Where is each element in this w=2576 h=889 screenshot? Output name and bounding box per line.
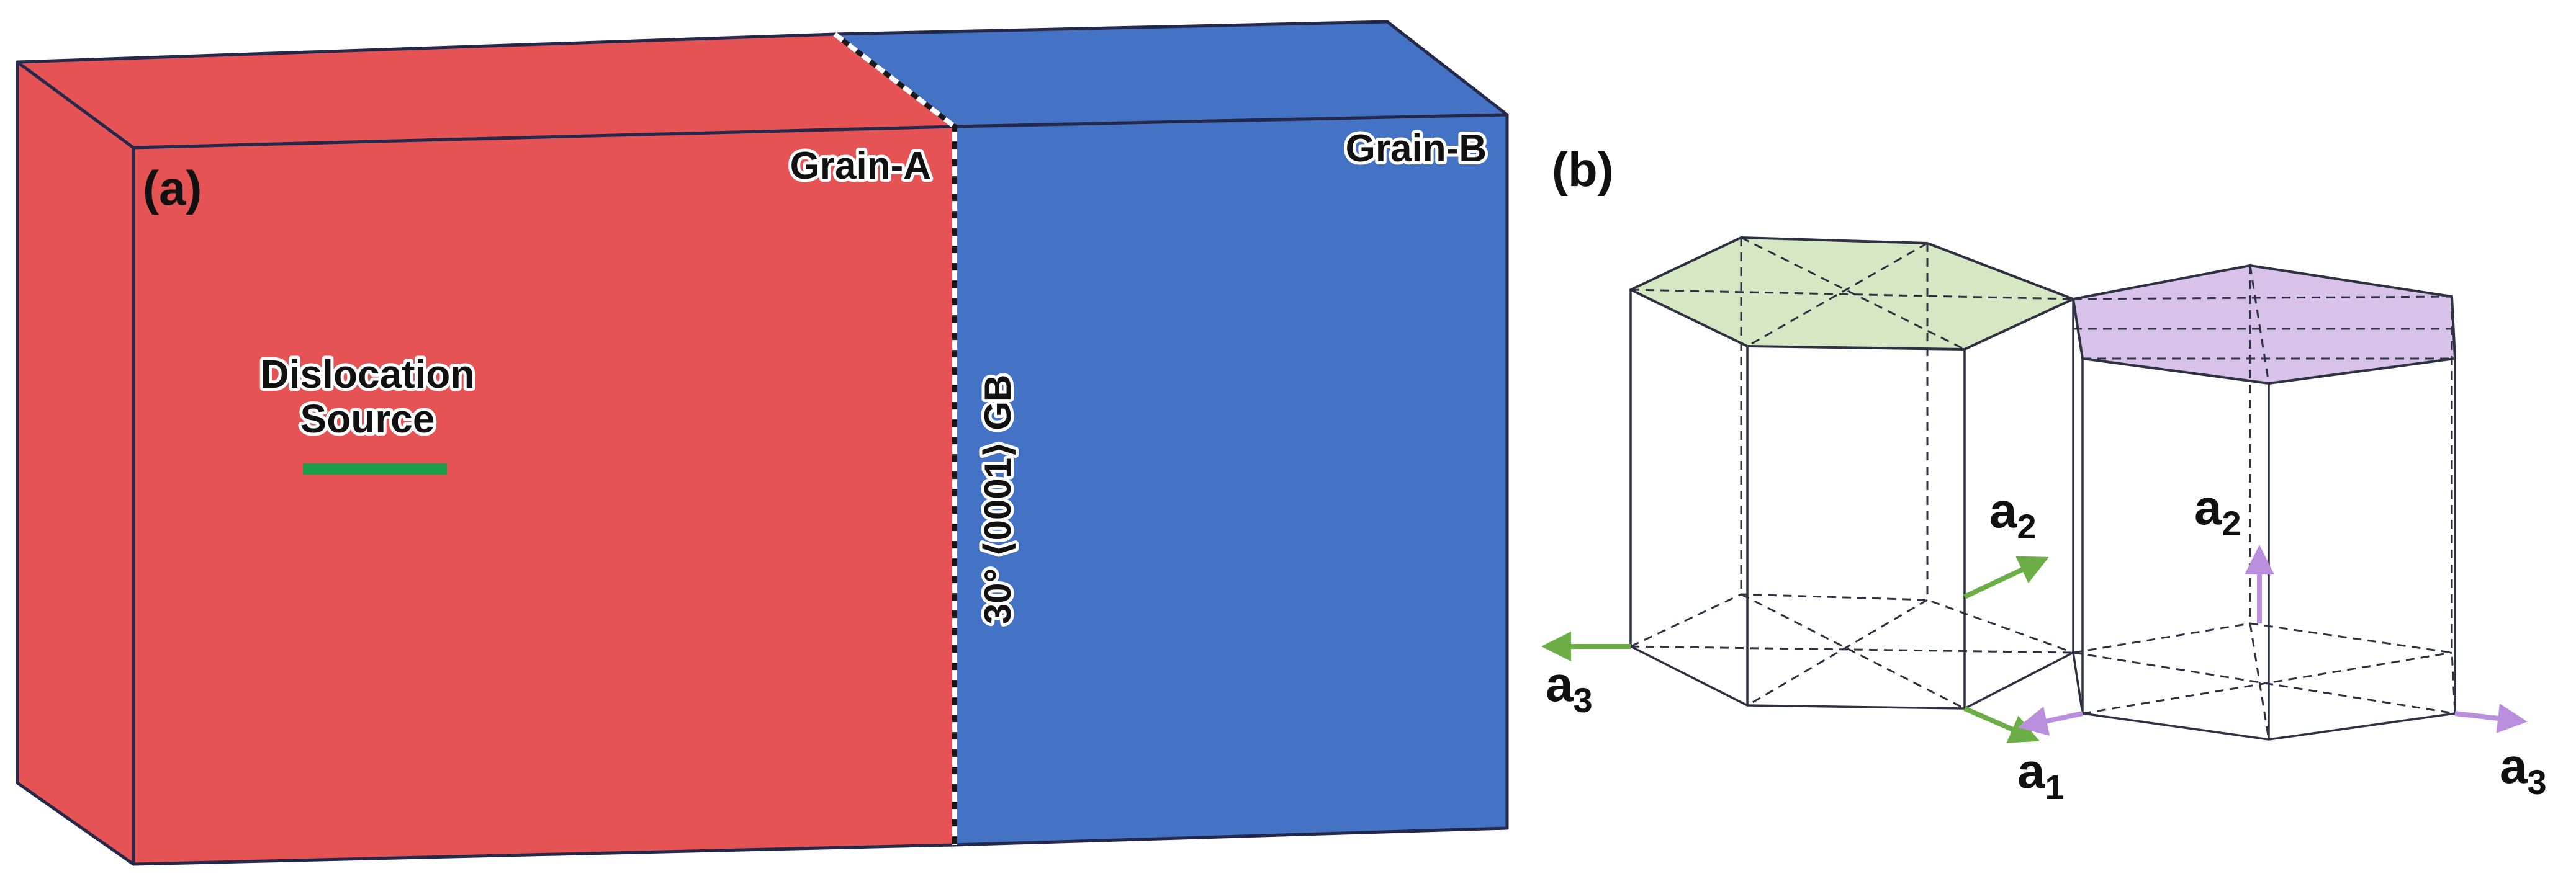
grain-boundary-line <box>833 32 957 845</box>
prism-b-top-face <box>2072 264 2456 385</box>
prism-a-a1-label: a1 <box>2017 743 2065 806</box>
dislocation-source-label-line2: Source <box>300 396 435 441</box>
prism-a-a2-label: a2 <box>1989 483 2037 546</box>
grain-boundary-label: 30° ⟨0001⟩ GB <box>977 375 1019 624</box>
grain-a-label: Grain-A <box>790 145 931 187</box>
dislocation-source-label-line1: Dislocation <box>261 352 475 396</box>
a2-arrow-green <box>1963 556 2049 599</box>
hexagonal-prism-b <box>2072 264 2456 741</box>
grain-b-front-face <box>953 113 1509 847</box>
a1-arrow-green <box>1963 706 2040 743</box>
prism-b-a3-label: a3 <box>2500 738 2547 802</box>
prism-b-axes <box>2017 545 2528 736</box>
grain-a-front-face <box>132 125 957 866</box>
panel-b-label: (b) <box>1552 142 1614 197</box>
hexagonal-prism-a <box>1629 236 2074 710</box>
prism-a-a3-label: a3 <box>1546 656 1593 720</box>
grain-a-side-face <box>16 60 135 866</box>
grain-b-label: Grain-B <box>1346 127 1487 170</box>
prism-b-a2-label: a2 <box>2194 480 2241 543</box>
panel-a-label: (a) <box>143 161 202 215</box>
a1-arrow-purple <box>2017 706 2083 736</box>
a3-arrow-purple <box>2454 704 2528 733</box>
bicrystal-block <box>16 20 1509 866</box>
